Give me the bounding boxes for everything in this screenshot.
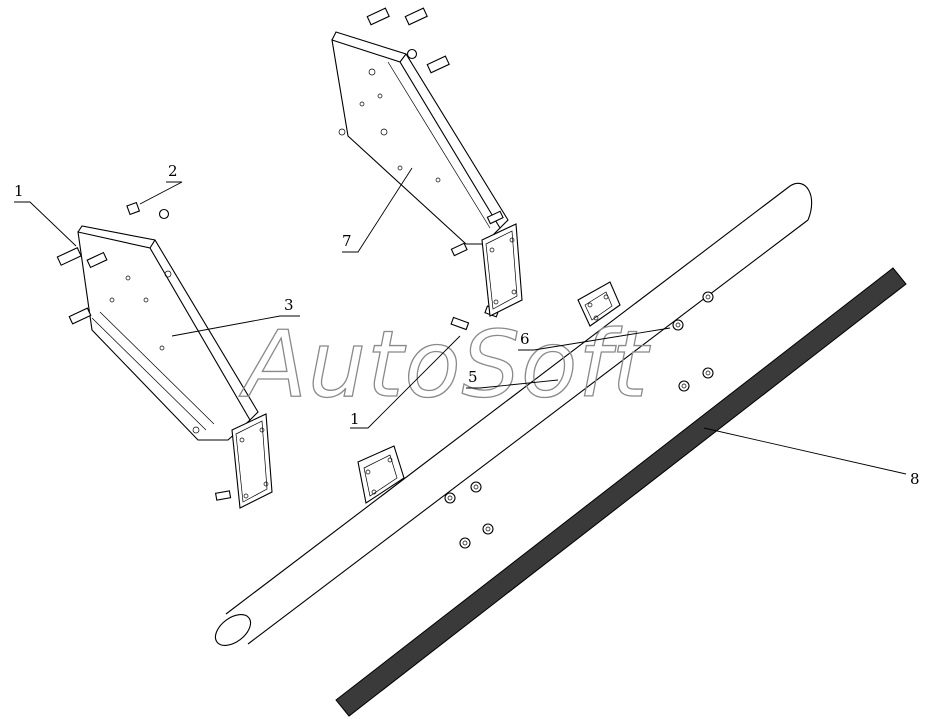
bolt-left-4 bbox=[214, 490, 232, 501]
callout-label: 1 bbox=[14, 182, 24, 200]
bolt-left-2 bbox=[86, 251, 108, 269]
rail-bar bbox=[335, 267, 907, 717]
bolt-left-3 bbox=[68, 307, 92, 325]
callout-label: 1 bbox=[350, 410, 360, 428]
callout-7: 7 bbox=[342, 167, 413, 253]
nut-left-top bbox=[126, 201, 170, 220]
callout-6: 6 bbox=[518, 327, 671, 351]
nut-right-top bbox=[406, 48, 418, 60]
tube-mount-plate-lower bbox=[357, 445, 405, 504]
bolt-right-5 bbox=[450, 242, 468, 257]
tube bbox=[214, 182, 813, 646]
callout-3: 3 bbox=[171, 296, 300, 337]
callout-label: 8 bbox=[910, 470, 920, 488]
left-bracket bbox=[77, 225, 273, 509]
bolt-right-2 bbox=[404, 7, 428, 26]
right-bracket bbox=[331, 31, 523, 317]
bolt-center-1 bbox=[450, 316, 470, 331]
callout-label: 3 bbox=[284, 296, 294, 314]
watermark: AutoSoft bbox=[239, 311, 651, 418]
callout-label: 5 bbox=[468, 368, 478, 386]
callout-5: 5 bbox=[466, 368, 559, 389]
tube-mount-plate-upper bbox=[577, 281, 621, 327]
bolt-right-1 bbox=[366, 7, 390, 26]
callout-label: 6 bbox=[520, 330, 530, 348]
bolt-right-4 bbox=[486, 210, 504, 225]
callout-2: 2 bbox=[139, 162, 183, 205]
callout-1-center: 1 bbox=[350, 335, 461, 429]
callout-label: 2 bbox=[168, 162, 178, 180]
callout-1-left: 1 bbox=[14, 182, 77, 247]
callout-label: 7 bbox=[342, 232, 352, 250]
bolt-left-1 bbox=[56, 246, 82, 266]
bolt-right-3 bbox=[426, 55, 450, 74]
callout-8: 8 bbox=[703, 427, 920, 488]
nut-group bbox=[444, 291, 714, 549]
